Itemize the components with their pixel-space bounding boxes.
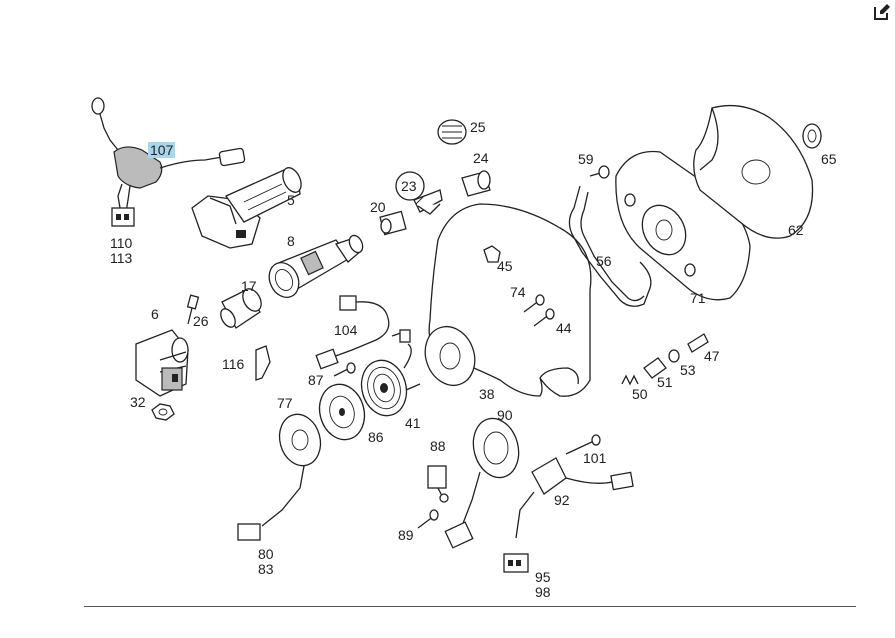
label-6[interactable]: 6 <box>151 306 159 322</box>
label-5[interactable]: 5 <box>287 192 295 208</box>
part-5-lock-housing <box>191 167 302 249</box>
part-62-cover <box>693 104 814 239</box>
label-38[interactable]: 38 <box>479 386 495 402</box>
label-47[interactable]: 47 <box>704 348 720 364</box>
label-17[interactable]: 17 <box>241 278 257 294</box>
label-107[interactable]: 107 <box>148 142 176 158</box>
edit-icon[interactable] <box>873 3 891 21</box>
part-6-ignition-switch <box>135 329 189 397</box>
label-92[interactable]: 92 <box>554 492 570 508</box>
part-47-bolt <box>687 333 709 353</box>
label-45[interactable]: 45 <box>497 258 513 274</box>
part-51-nut <box>643 357 667 379</box>
part-23-key <box>395 171 443 215</box>
label-71[interactable]: 71 <box>690 290 706 306</box>
label-95[interactable]: 95 <box>535 569 551 585</box>
part-44-bolt <box>533 308 555 327</box>
part-53-washer <box>668 349 680 363</box>
label-104[interactable]: 104 <box>334 322 358 338</box>
label-44[interactable]: 44 <box>556 320 572 336</box>
label-23[interactable]: 23 <box>401 178 417 194</box>
label-110[interactable]: 110 <box>110 235 133 251</box>
part-77-disc <box>237 413 322 541</box>
bottom-rule <box>84 606 856 607</box>
label-77[interactable]: 77 <box>277 395 293 411</box>
label-59[interactable]: 59 <box>578 151 594 167</box>
part-87-screw <box>333 362 356 377</box>
part-50-spring <box>621 374 639 386</box>
part-95-plug <box>503 553 529 573</box>
label-25[interactable]: 25 <box>470 119 486 135</box>
label-80[interactable]: 80 <box>258 546 274 562</box>
part-24-cap <box>461 170 491 197</box>
part-86-disc <box>318 383 366 441</box>
label-8[interactable]: 8 <box>287 233 295 249</box>
part-116-clip <box>255 345 271 381</box>
label-89[interactable]: 89 <box>398 527 414 543</box>
label-65[interactable]: 65 <box>821 151 837 167</box>
part-59-screw <box>589 165 610 179</box>
label-74[interactable]: 74 <box>510 284 526 300</box>
label-26[interactable]: 26 <box>193 313 209 329</box>
label-90[interactable]: 90 <box>497 407 513 423</box>
part-89-screw <box>417 509 439 529</box>
part-104-wire <box>315 295 411 370</box>
part-38-steering-wheel <box>424 203 592 397</box>
label-83[interactable]: 83 <box>258 561 274 577</box>
part-90-disc <box>444 417 520 549</box>
part-65-ring <box>802 123 822 149</box>
part-107-harness <box>91 97 246 227</box>
part-71-airbag-housing <box>615 150 751 301</box>
label-51[interactable]: 51 <box>657 374 673 390</box>
label-62[interactable]: 62 <box>788 222 804 238</box>
label-32[interactable]: 32 <box>130 394 146 410</box>
label-101[interactable]: 101 <box>583 450 607 466</box>
label-20[interactable]: 20 <box>370 199 386 215</box>
part-56-bracket <box>568 185 652 307</box>
label-87[interactable]: 87 <box>308 372 324 388</box>
label-56[interactable]: 56 <box>596 253 612 269</box>
part-17-switch <box>220 288 262 329</box>
part-8-cylinder <box>268 234 364 299</box>
label-41[interactable]: 41 <box>405 415 421 431</box>
label-107-highlight: 107 <box>148 142 176 158</box>
label-98[interactable]: 98 <box>535 584 551 600</box>
label-53[interactable]: 53 <box>680 362 696 378</box>
part-20-lock-barrel <box>379 210 407 236</box>
label-50[interactable]: 50 <box>632 386 648 402</box>
part-88-switch <box>427 465 449 503</box>
label-116[interactable]: 116 <box>222 356 245 372</box>
part-25-gear <box>437 119 467 145</box>
part-41-contact-ring <box>360 343 421 417</box>
part-101-screw <box>565 434 601 455</box>
label-113[interactable]: 113 <box>110 250 133 266</box>
part-92-connector <box>515 457 634 539</box>
label-86[interactable]: 86 <box>368 429 384 445</box>
label-24[interactable]: 24 <box>473 150 489 166</box>
label-88[interactable]: 88 <box>430 438 446 454</box>
part-32-nut <box>151 403 175 421</box>
part-74-bolt <box>523 294 545 313</box>
edit-icon-graphic <box>874 4 890 20</box>
part-26-pin <box>186 294 200 325</box>
